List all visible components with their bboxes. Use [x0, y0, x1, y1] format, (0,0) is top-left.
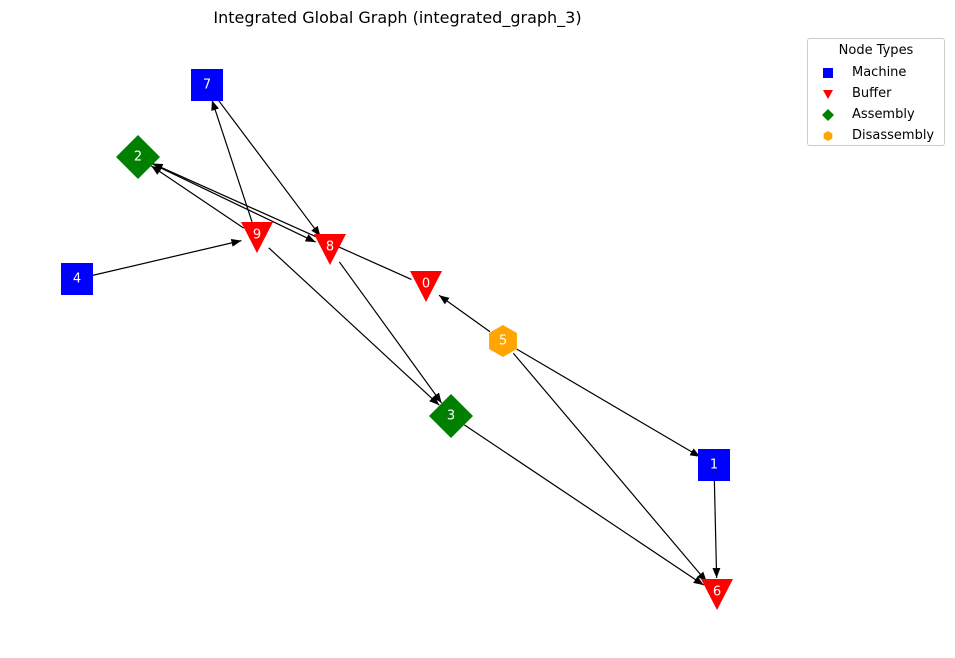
legend-entry-assembly: Assembly [808, 106, 944, 124]
node-7-label: 7 [203, 78, 211, 93]
legend-label: Machine [852, 65, 907, 80]
edge-9-to-7 [211, 100, 253, 222]
node-3: 3 [429, 394, 473, 438]
node-2: 2 [116, 135, 160, 179]
node-4-shape [61, 263, 93, 295]
node-9-label: 9 [253, 228, 261, 243]
node-4-label: 4 [73, 272, 81, 287]
node-4: 4 [61, 263, 93, 295]
node-1: 1 [698, 449, 730, 481]
legend-entry-machine: Machine [808, 64, 944, 82]
node-8: 8 [314, 234, 346, 265]
legend: Node Types Machine Buffer Assembly Disas… [807, 38, 945, 146]
square-icon [823, 68, 833, 78]
edge-0-to-2 [152, 162, 412, 281]
edge-5-to-6 [512, 352, 708, 583]
node-1-label: 1 [710, 458, 718, 473]
edge-3-to-6 [463, 424, 705, 586]
node-6-shape [701, 579, 733, 610]
edge-5-to-0 [438, 294, 491, 333]
node-2-shape [116, 135, 160, 179]
edge-9-to-2 [150, 165, 245, 229]
diagram-title: Integrated Global Graph (integrated_grap… [213, 8, 582, 27]
node-8-label: 8 [326, 240, 334, 255]
node-1-shape [698, 449, 730, 481]
edge-5-to-1 [516, 348, 701, 458]
node-5-shape [489, 325, 517, 357]
node-7-shape [191, 69, 223, 101]
edge-7-to-8 [216, 97, 321, 237]
node-0-label: 0 [422, 277, 430, 292]
node-8-shape [314, 234, 346, 265]
legend-entry-buffer: Buffer [808, 85, 944, 103]
edges-layer [92, 97, 721, 586]
hexagon-icon [823, 131, 833, 141]
edge-9-to-3 [268, 247, 440, 406]
diamond-icon [822, 109, 834, 121]
node-9: 9 [241, 222, 273, 253]
node-3-label: 3 [447, 409, 455, 424]
legend-entry-disassembly: Disassembly [808, 127, 944, 145]
edge-4-to-9 [92, 239, 242, 276]
edge-2-to-8 [152, 163, 316, 243]
edge-1-to-6 [712, 480, 721, 579]
legend-label: Buffer [852, 86, 892, 101]
node-9-shape [241, 222, 273, 253]
triangle-down-icon [823, 90, 833, 99]
node-0: 0 [410, 271, 442, 302]
node-6-label: 6 [713, 585, 721, 600]
node-2-label: 2 [134, 150, 142, 165]
node-5-label: 5 [499, 334, 507, 349]
legend-title: Node Types [838, 43, 914, 58]
legend-label: Disassembly [852, 128, 935, 143]
node-0-shape [410, 271, 442, 302]
node-3-shape [429, 394, 473, 438]
node-5: 5 [489, 325, 517, 357]
legend-label: Assembly [852, 107, 915, 122]
node-6: 6 [701, 579, 733, 610]
edge-8-to-3 [338, 261, 443, 404]
node-7: 7 [191, 69, 223, 101]
nodes-layer: 0 1 2 3 4 5 6 7 8 9 [61, 69, 733, 610]
